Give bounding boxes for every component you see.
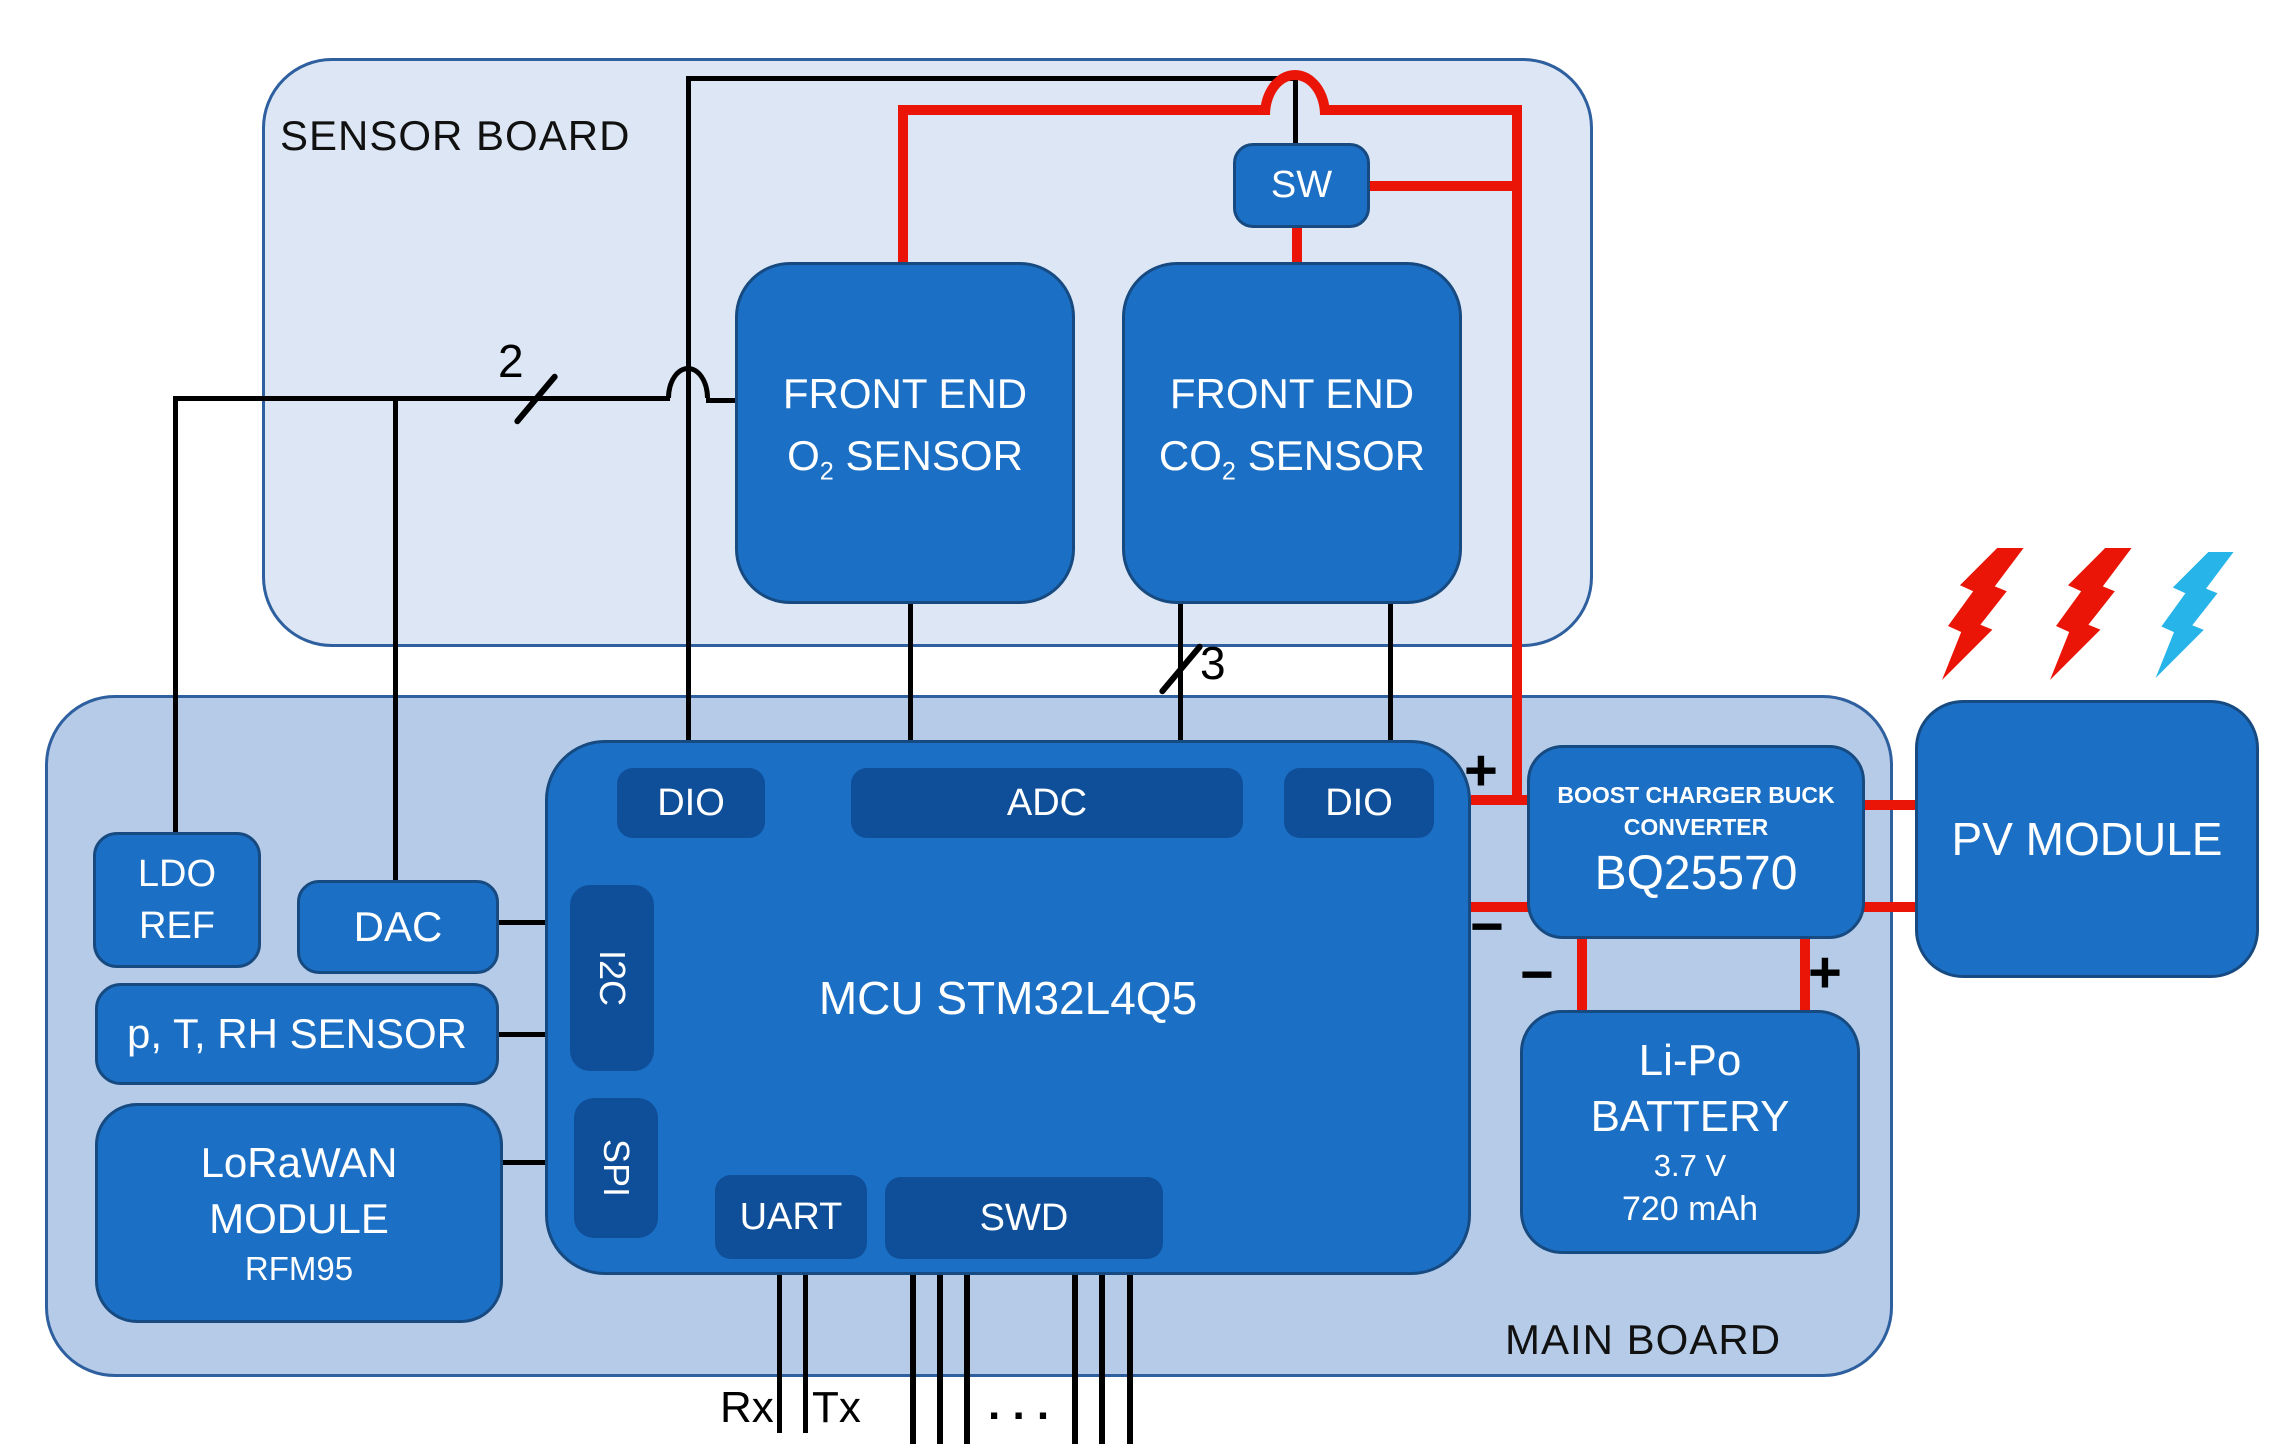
mcu-dio-left-port: DIO xyxy=(617,768,765,838)
dio-left-label: DIO xyxy=(657,781,725,824)
lorawan-line3: RFM95 xyxy=(244,1250,354,1287)
power-battery-plus xyxy=(1800,936,1810,1012)
main-board-label: MAIN BOARD xyxy=(1505,1316,1782,1363)
ldo-line2: REF xyxy=(139,905,215,947)
power-o2-riser xyxy=(898,105,908,265)
wire-dac-to-i2c xyxy=(498,920,572,925)
dac-block: DAC xyxy=(297,880,499,974)
front-end-o2-line1: FRONT END xyxy=(782,370,1028,418)
wire-swd-3 xyxy=(964,1257,970,1444)
bq25570-block: BOOST CHARGER BUCK CONVERTER BQ25570 xyxy=(1527,745,1865,939)
uart-rx-label: Rx xyxy=(720,1383,774,1432)
lightning-bolt-cyan-icon xyxy=(2155,552,2234,678)
ptrh-label: p, T, RH SENSOR xyxy=(127,1010,467,1057)
bus-count-label-2: 2 xyxy=(498,335,524,387)
sensor-board-label: SENSOR BOARD xyxy=(280,112,631,159)
battery-line4: 720 mAh xyxy=(1621,1190,1759,1228)
bq-minus-sign: − xyxy=(1470,894,1504,959)
wire-swd-5 xyxy=(1099,1257,1105,1444)
mcu-uart-port: UART xyxy=(715,1175,867,1259)
swd-dots-label: . . . xyxy=(988,1380,1050,1429)
ptrh-sensor-block: p, T, RH SENSOR xyxy=(95,983,499,1085)
mcu-adc-port: ADC xyxy=(851,768,1243,838)
wire-uart-rx xyxy=(777,1258,782,1433)
power-sw-right xyxy=(1370,181,1520,191)
wire-analog-bus xyxy=(173,396,670,401)
battery-line3: 3.7 V xyxy=(1653,1148,1727,1183)
bus-count-label-3: 3 xyxy=(1200,637,1226,689)
spi-label: SPI xyxy=(596,1138,637,1198)
wire-ptrh-to-i2c xyxy=(498,1032,572,1037)
uart-tx-label: Tx xyxy=(812,1383,861,1432)
power-sw-to-co2 xyxy=(1292,228,1302,266)
power-top-rail-left xyxy=(898,105,1266,115)
power-top-rail-right xyxy=(1324,105,1522,115)
front-end-co2-line1: FRONT END xyxy=(1169,370,1415,418)
mcu-spi-port: SPI xyxy=(574,1098,658,1238)
pv-module-block: PV MODULE xyxy=(1915,700,2259,978)
battery-plus-sign: + xyxy=(1808,940,1842,1005)
power-top-rail-hop xyxy=(1260,70,1330,115)
wire-swd-1 xyxy=(910,1257,916,1444)
lorawan-line2: MODULE xyxy=(209,1195,389,1242)
sw-label: SW xyxy=(1270,164,1333,206)
wire-dio-to-sw-vertical xyxy=(686,78,691,770)
lorawan-line1: LoRaWAN xyxy=(200,1139,398,1186)
bq-line1: BOOST CHARGER BUCK xyxy=(1557,782,1835,808)
adc-label: ADC xyxy=(1006,781,1088,824)
wire-swd-6 xyxy=(1127,1257,1133,1444)
power-right-rail xyxy=(1512,105,1522,805)
wire-co2-to-adc xyxy=(1178,602,1183,770)
bq-line3: BQ25570 xyxy=(1594,847,1798,900)
lorawan-module-block: LoRaWAN MODULE RFM95 xyxy=(95,1103,503,1323)
wire-swd-4 xyxy=(1072,1257,1078,1444)
mcu-dio-right-port: DIO xyxy=(1284,768,1434,838)
sw-block: SW xyxy=(1233,143,1370,228)
swd-label: SWD xyxy=(979,1196,1069,1239)
wire-swd-2 xyxy=(937,1257,943,1444)
wire-dac-vertical xyxy=(393,398,398,884)
ldo-line1: LDO xyxy=(137,853,217,895)
mcu-label: MCU STM32L4Q5 xyxy=(818,971,1198,1024)
ldo-ref-block: LDO REF xyxy=(93,832,261,968)
power-bq-minus-in xyxy=(1471,902,1529,912)
mcu-swd-port: SWD xyxy=(885,1177,1163,1259)
power-bq-pv-top xyxy=(1862,800,1918,810)
mcu-i2c-port: I2C xyxy=(570,885,654,1071)
pv-module-label: PV MODULE xyxy=(1951,813,2223,865)
wire-analog-bus-2 xyxy=(706,398,738,403)
wire-lora-to-spi xyxy=(503,1160,577,1165)
power-bq-plus-in xyxy=(1471,795,1529,805)
power-battery-minus xyxy=(1577,936,1587,1012)
battery-line1: Li-Po xyxy=(1638,1036,1742,1085)
wire-o2-to-adc xyxy=(908,602,913,770)
power-bq-pv-bottom xyxy=(1862,902,1918,912)
wire-dio-to-sw-horizontal xyxy=(686,76,1298,81)
lipo-battery-block: Li-Po BATTERY 3.7 V 720 mAh xyxy=(1520,1010,1860,1254)
wire-co2-to-dio xyxy=(1388,602,1393,770)
i2c-label: I2C xyxy=(592,949,633,1007)
wire-ldo-vertical xyxy=(173,398,178,835)
uart-label: UART xyxy=(739,1195,843,1238)
battery-line2: BATTERY xyxy=(1590,1092,1790,1141)
dio-right-label: DIO xyxy=(1325,781,1393,824)
battery-minus-sign: − xyxy=(1520,942,1554,1007)
bq-line2: CONVERTER xyxy=(1623,814,1769,840)
wire-uart-tx xyxy=(803,1258,808,1433)
dac-label: DAC xyxy=(353,903,443,950)
lightning-bolt-red-icon xyxy=(1942,548,2024,680)
lightning-bolt-red-icon xyxy=(2050,548,2132,680)
